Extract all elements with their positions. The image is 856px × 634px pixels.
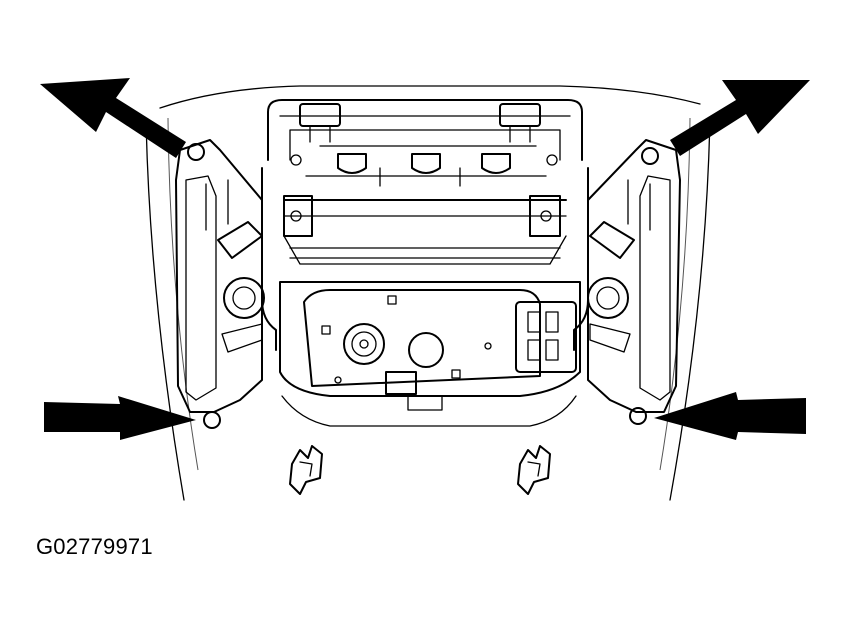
callout-arrow-bottom-right (654, 392, 806, 440)
retaining-clip-left (289, 445, 323, 495)
retaining-clip-right (517, 445, 551, 495)
callout-arrow-top-left (40, 78, 186, 158)
left-side-bracket (175, 139, 265, 429)
right-side-bracket (587, 139, 681, 425)
callout-arrow-top-right (670, 80, 810, 156)
headliner-outline (145, 85, 711, 501)
callout-arrow-bottom-left (44, 396, 196, 440)
console-upper-housing (267, 99, 583, 187)
console-lower-module (279, 281, 581, 427)
figure-id-label: G02779971 (36, 534, 153, 559)
